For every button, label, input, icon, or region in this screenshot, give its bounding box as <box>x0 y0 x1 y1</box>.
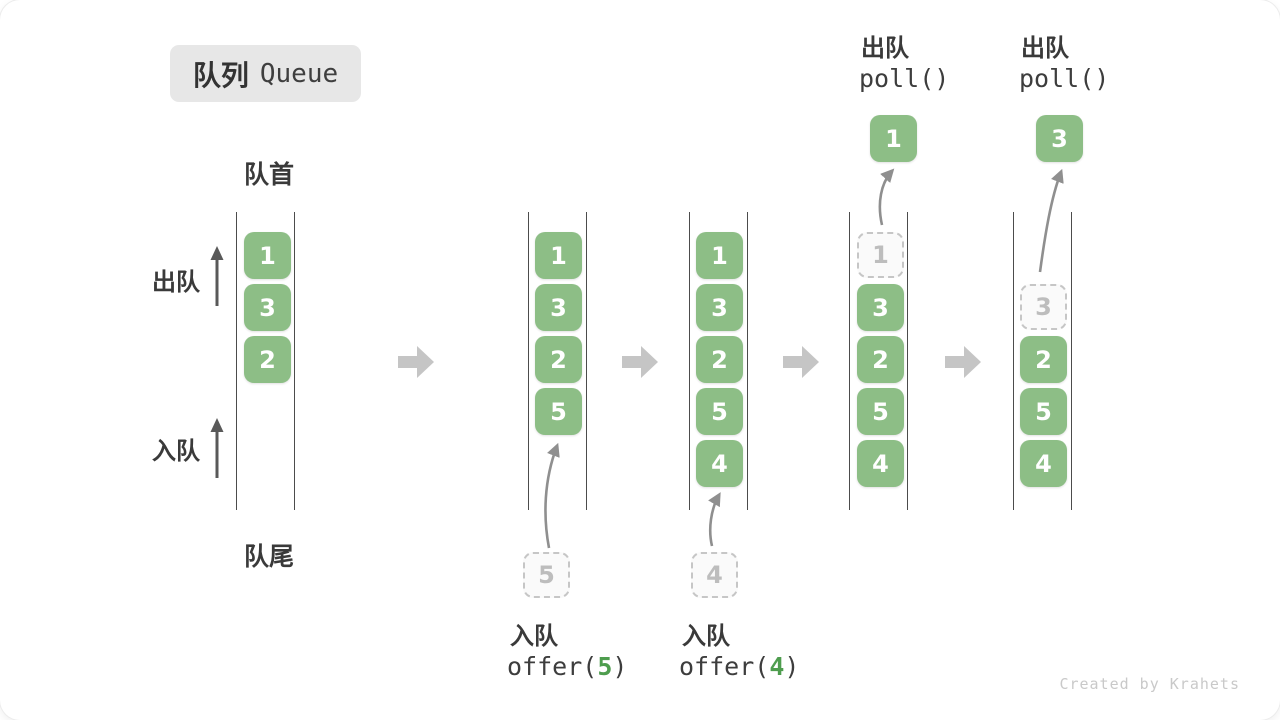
op-code-fn: offer( <box>507 652 598 681</box>
label-queue-front: 队首 <box>243 161 294 189</box>
op-code-arg: 4 <box>769 652 785 681</box>
queue-item-box: 5 <box>857 388 904 435</box>
queue-container <box>1013 212 1072 510</box>
op-label-dequeue: 出队 <box>861 35 909 62</box>
queue-item-box: 4 <box>1020 440 1067 487</box>
dequeue-path-arrow-icon <box>1038 168 1064 273</box>
enqueue-path-arrow-icon <box>708 492 721 547</box>
dequeued-ghost-box: 3 <box>1020 284 1067 330</box>
flow-arrow-icon <box>783 346 819 378</box>
op-code-fn: offer( <box>679 652 770 681</box>
op-code-close: ) <box>784 652 800 681</box>
enqueue-path-arrow-icon <box>544 442 560 549</box>
queue-container <box>528 212 587 510</box>
queue-item-box: 3 <box>535 284 582 331</box>
label-queue-rear: 队尾 <box>243 543 294 571</box>
dequeue-path-arrow-icon <box>878 168 895 226</box>
incoming-item-box: 4 <box>691 552 738 598</box>
op-code-arg: 5 <box>597 652 613 681</box>
queue-item-box: 5 <box>696 388 743 435</box>
op-code-offer-4: offer(4) <box>679 652 799 681</box>
incoming-item-box: 5 <box>523 552 570 598</box>
title-zh: 队列 <box>192 59 249 91</box>
queue-item-box: 1 <box>696 232 743 279</box>
queue-item-box: 2 <box>244 336 291 383</box>
dequeued-item-box: 3 <box>1036 115 1083 162</box>
op-code-close: ) <box>612 652 628 681</box>
flow-arrow-icon <box>945 346 981 378</box>
queue-item-box: 5 <box>535 388 582 435</box>
queue-container <box>689 212 748 510</box>
queue-item-box: 1 <box>244 232 291 279</box>
watermark: Created by Krahets <box>1059 675 1240 693</box>
queue-item-box: 4 <box>857 440 904 487</box>
queue-item-box: 3 <box>857 284 904 331</box>
queue-item-box: 2 <box>857 336 904 383</box>
op-label-enqueue: 入队 <box>682 623 730 650</box>
op-code-poll: poll() <box>1019 64 1110 93</box>
title-badge: 队列 Queue <box>170 45 361 102</box>
label-enqueue: 入队 <box>152 438 200 465</box>
queue-item-box: 1 <box>535 232 582 279</box>
op-label-dequeue: 出队 <box>1021 35 1069 62</box>
queue-item-box: 3 <box>244 284 291 331</box>
dequeued-ghost-box: 1 <box>857 232 904 278</box>
dequeued-item-box: 1 <box>870 115 917 162</box>
queue-item-box: 5 <box>1020 388 1067 435</box>
queue-item-box: 2 <box>1020 336 1067 383</box>
title-en: Queue <box>259 58 339 89</box>
queue-container <box>849 212 908 510</box>
dequeue-direction-arrow-icon <box>210 246 224 306</box>
op-code-offer-5: offer(5) <box>507 652 627 681</box>
queue-item-box: 2 <box>696 336 743 383</box>
queue-item-box: 2 <box>535 336 582 383</box>
op-code-poll: poll() <box>859 64 950 93</box>
flow-arrow-icon <box>622 346 658 378</box>
flow-arrow-icon <box>398 346 434 378</box>
enqueue-direction-arrow-icon <box>210 418 224 478</box>
queue-item-box: 4 <box>696 440 743 487</box>
queue-container <box>236 212 295 510</box>
label-dequeue: 出队 <box>152 269 200 296</box>
queue-item-box: 3 <box>696 284 743 331</box>
op-label-enqueue: 入队 <box>510 623 558 650</box>
